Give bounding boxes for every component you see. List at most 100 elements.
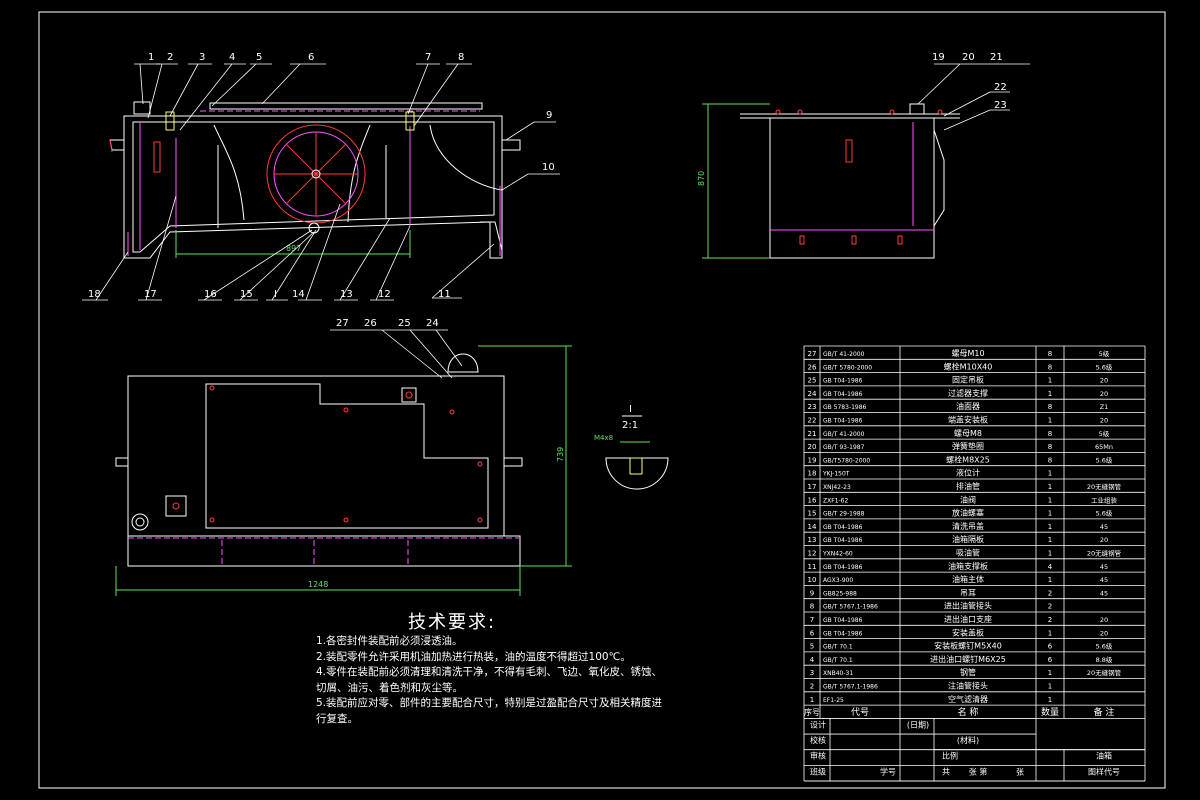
- bom-row-no: 11: [808, 563, 817, 571]
- bom-row-no: 23: [808, 403, 817, 411]
- bom-row-code: GB/T 5767.1-1986: [823, 604, 878, 611]
- bom-row-note: 5.6级: [1096, 455, 1113, 464]
- bom-row-no: 5: [810, 643, 814, 651]
- bom-row-name: 弹簧垫圈: [952, 441, 984, 451]
- note-line: 1.各密封件装配前必须浸透油。: [316, 635, 463, 647]
- note-line: 切屑、油污、着色剂和灰尘等。: [316, 681, 463, 694]
- title-review: 审核: [810, 751, 826, 761]
- bom-row-qty: 1: [1048, 417, 1052, 425]
- bom-row-code: GB 5783-1986: [823, 404, 867, 411]
- detail-I: [605, 415, 669, 490]
- title-student-no: 学号: [880, 766, 896, 776]
- bom-row-no: 2: [810, 683, 814, 691]
- bom-header-name: 名 称: [958, 706, 979, 718]
- callout-9: 9: [546, 110, 552, 121]
- bom-row-code: GB/T 70.1: [823, 657, 853, 664]
- bom-row-code: GB/T 29-1988: [823, 511, 865, 518]
- bom-row-code: AGX3-900: [823, 577, 853, 584]
- callout-15: 15: [240, 289, 253, 300]
- bom-row-name: 注油管接头: [948, 681, 988, 691]
- title-material: (材料): [957, 735, 979, 745]
- bom-row-note: 20: [1100, 417, 1108, 425]
- bom-row-name: 油箱隔板: [952, 534, 984, 544]
- bom-row-code: YXN42-60: [822, 551, 853, 558]
- bom-row-code: GB T04-1986: [823, 537, 863, 544]
- title-design: 设计: [810, 719, 826, 729]
- callout-5: 5: [256, 52, 262, 63]
- bom-row-name: 安装盖板: [952, 627, 984, 637]
- bom-row-no: 27: [808, 350, 817, 358]
- title-sheet: 张: [1016, 767, 1024, 776]
- plan-view-hidden: [128, 537, 520, 566]
- bom-row-code: GB/T 41-2000: [823, 431, 865, 438]
- detail-scale: 2:1: [622, 420, 638, 431]
- bom-row-qty: 8: [1048, 430, 1052, 438]
- callout-6: 6: [308, 52, 314, 63]
- bom-row-qty: 1: [1048, 669, 1052, 677]
- title-total: 共: [942, 767, 950, 776]
- callout-23: 23: [994, 100, 1007, 111]
- bom-row-no: 26: [808, 363, 817, 371]
- bom-row-code: XNJ42-23: [823, 484, 851, 491]
- callout-14: 14: [292, 289, 305, 300]
- drawing-frame: [38, 11, 1166, 789]
- bom-row-code: GB/T 41-2000: [823, 351, 865, 358]
- bom-row-name: 液位计: [956, 468, 980, 478]
- bom-row-name: 吸油管: [956, 548, 980, 558]
- bom-row-qty: 1: [1048, 536, 1052, 544]
- title-part-name: 油箱: [1096, 751, 1112, 761]
- bom-row-qty: 1: [1048, 510, 1052, 518]
- bom-row-name: 油阀: [960, 494, 976, 504]
- bom-row-code: GB T04-1986: [823, 418, 863, 425]
- bom-row-code: GB T04-1986: [823, 630, 863, 637]
- side-height-dimension: [702, 103, 770, 259]
- front-callouts: 1 2 3 4 5 6 7 8 9 10 11 12 13 14 I 15 16…: [88, 52, 555, 300]
- bom-row-code: GB T04-1986: [823, 524, 863, 531]
- bom-row-code: GB825-988: [823, 590, 857, 597]
- bom-row-name: 油箱主体: [952, 574, 984, 584]
- bom-row-qty: 2: [1048, 589, 1052, 597]
- bom-row-qty: 8: [1048, 443, 1052, 451]
- bom-header-qty: 数量: [1041, 706, 1059, 718]
- bom-row-note: 5.6级: [1096, 362, 1113, 371]
- bom-row-code: GB/T 93-1987: [823, 444, 865, 451]
- bom-row-qty: 1: [1048, 390, 1052, 398]
- bom-row-qty: 1: [1048, 629, 1052, 637]
- front-view-details: [109, 110, 501, 256]
- callout-4: 4: [229, 52, 235, 63]
- callout-7: 7: [425, 52, 431, 63]
- bom-row-note: Z1: [1100, 403, 1109, 411]
- note-line: 4.零件在装配前必须清理和清洗干净，不得有毛刺、飞边、氧化皮、锈蚀、: [316, 666, 663, 678]
- bom-row-note: 5.6级: [1096, 509, 1113, 518]
- bom-row-code: ZXF1-62: [823, 497, 848, 504]
- bom-row-name: 螺母M10: [951, 348, 984, 358]
- technical-notes: 1.各密封件装配前必须浸透油。 2.装配零件允许采用机油加热进行热装，油的温度不…: [316, 634, 663, 727]
- bom-row-note: 5.6级: [1096, 642, 1113, 651]
- front-width-dimension: [175, 230, 411, 258]
- plan-callouts: 27 26 25 24: [336, 318, 439, 329]
- bom-row-qty: 1: [1048, 683, 1052, 691]
- bom-row-no: 21: [808, 430, 817, 438]
- bom-row-name: 进出油口螺钉M6X25: [930, 654, 1006, 664]
- plan-width-dimension-text: 1248: [308, 580, 328, 589]
- callout-16: 16: [204, 289, 217, 300]
- bom-row-no: 13: [808, 536, 817, 544]
- title-sheets: 张 第: [969, 766, 988, 776]
- bom-row-qty: 8: [1048, 350, 1052, 358]
- bom-row-qty: 8: [1048, 403, 1052, 411]
- bom-row-code: EF1-25: [823, 697, 844, 704]
- side-leaders: [917, 63, 1030, 131]
- bom-row-name: 钢管: [960, 667, 976, 677]
- bom-row-no: 6: [810, 629, 815, 637]
- bom-row-code: GB/T5780-2000: [823, 457, 870, 464]
- bom-row-name: 端盖安装板: [948, 415, 988, 425]
- callout-section-I: I: [274, 289, 277, 300]
- bom-row-code: GB T04-1986: [823, 617, 863, 624]
- bom-row-note: 5级: [1099, 349, 1110, 358]
- bom-row-qty: 1: [1048, 377, 1052, 385]
- callout-26: 26: [364, 318, 377, 329]
- bom-row-qty: 2: [1048, 616, 1052, 624]
- bom-row-qty: 6: [1048, 643, 1053, 651]
- bom-header-code: 代号: [851, 707, 869, 718]
